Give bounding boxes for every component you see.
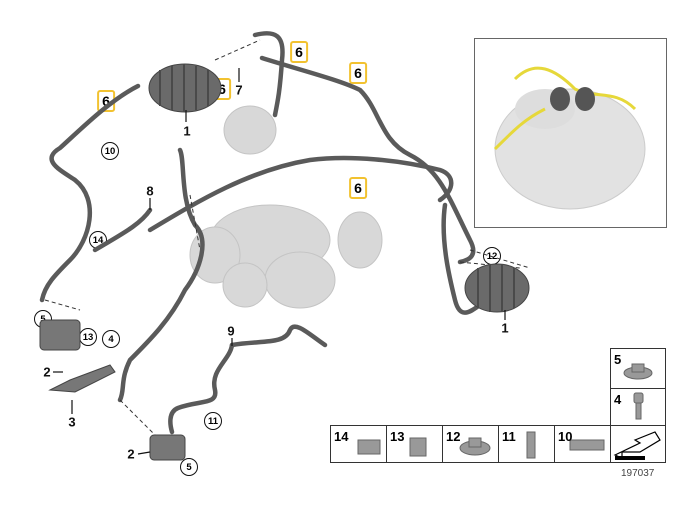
part-cell-12[interactable]: 12: [442, 425, 499, 463]
callout-7[interactable]: 7: [235, 82, 243, 98]
callout-5[interactable]: 5: [34, 310, 52, 328]
callout-6-highlighted[interactable]: 6: [349, 62, 367, 84]
engine-illustration: [493, 66, 646, 210]
part-number: 11: [502, 429, 516, 444]
callout-6-highlighted[interactable]: 6: [349, 177, 367, 199]
part-number: 10: [558, 429, 573, 444]
part-cell-11[interactable]: 11: [498, 425, 555, 463]
leader-lines: [44, 39, 531, 441]
callout-10[interactable]: 10: [101, 142, 119, 160]
part-cell-14[interactable]: 14: [330, 425, 387, 463]
part-cell-4[interactable]: 4: [610, 388, 666, 426]
diagram-number: 197037: [621, 468, 655, 479]
callout-4[interactable]: 4: [102, 330, 120, 348]
part-number: 4: [614, 392, 622, 407]
part-cell-13[interactable]: 13: [386, 425, 443, 463]
callout-11[interactable]: 11: [204, 412, 222, 430]
callout-1[interactable]: 1: [501, 320, 509, 336]
callout-12[interactable]: 12: [483, 247, 501, 265]
callout-14[interactable]: 14: [89, 231, 107, 249]
callout-6-highlighted[interactable]: 6: [97, 90, 115, 112]
callout-3[interactable]: 3: [68, 414, 76, 430]
vacuum-reservoir-1: [148, 63, 222, 113]
callout-6-highlighted[interactable]: 6: [290, 41, 308, 63]
part-number: 12: [446, 429, 461, 444]
vacuum-reservoir-2: [464, 263, 530, 313]
callout-2[interactable]: 2: [127, 446, 135, 462]
callout-5[interactable]: 5: [180, 458, 198, 476]
callout-lines: [53, 68, 506, 455]
callout-6-highlighted[interactable]: 6: [213, 78, 231, 100]
engine-location-inset: [474, 38, 667, 228]
part-number: 14: [334, 429, 349, 444]
callout-2[interactable]: 2: [43, 364, 51, 380]
callout-13[interactable]: 13: [79, 328, 97, 346]
part-cell-arrow: [610, 425, 666, 463]
part-number: 13: [390, 429, 405, 444]
callout-9[interactable]: 9: [227, 323, 235, 339]
part-number: 5: [614, 352, 622, 367]
part-cell-5[interactable]: 5: [610, 348, 666, 389]
callout-8[interactable]: 8: [146, 183, 154, 199]
callout-1[interactable]: 1: [183, 123, 191, 139]
part-cell-10[interactable]: 10: [554, 425, 611, 463]
turbocharger-illustration: [189, 105, 383, 309]
